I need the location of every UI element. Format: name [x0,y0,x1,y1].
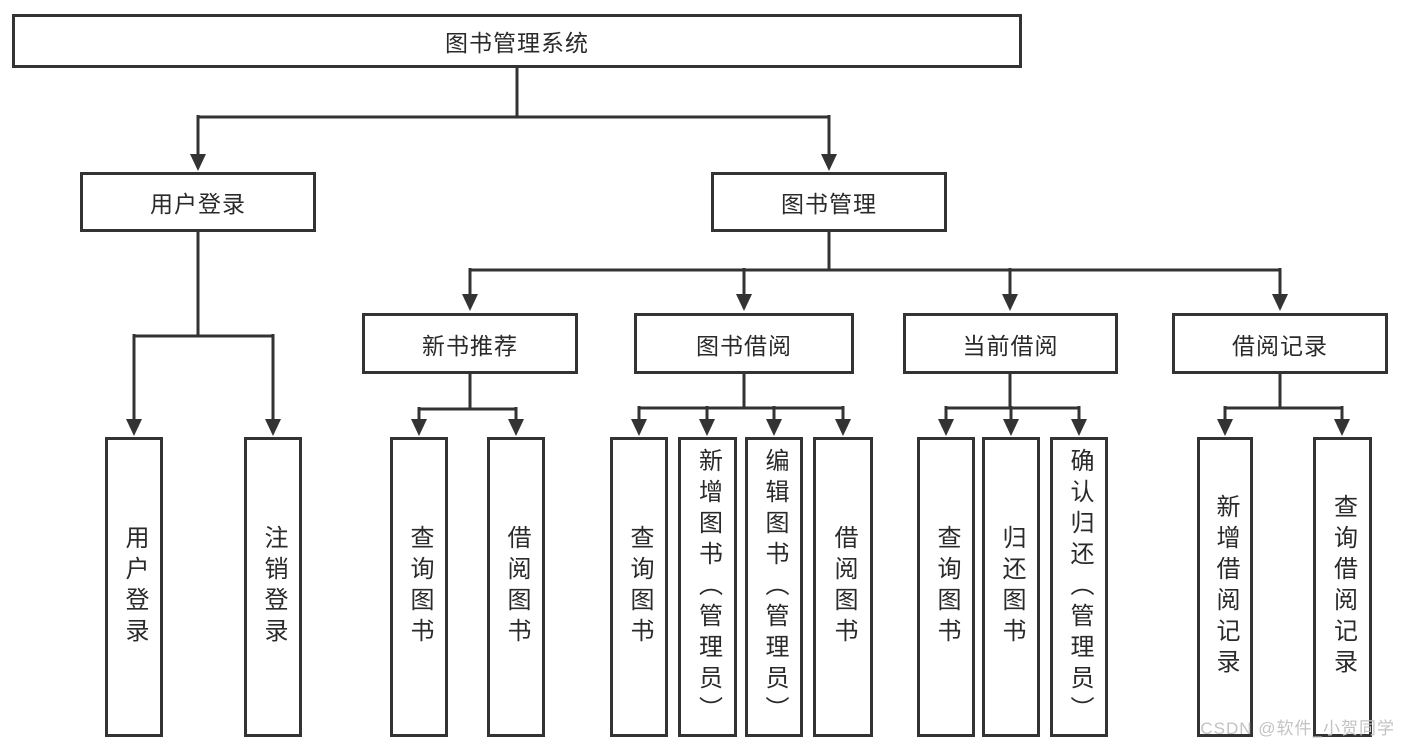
leaf-bb-query-books-label: 查询图书 [626,525,653,649]
leaf-bb-edit-books-admin-label: 编辑图书（管理员） [761,447,788,727]
leaf-bb-borrow-books-label: 借阅图书 [830,525,857,649]
leaf-nbr-borrow-books: 借阅图书 [487,437,545,737]
leaf-bb-borrow-books: 借阅图书 [813,437,873,737]
node-book-management: 图书管理 [711,172,947,232]
node-current-borrow: 当前借阅 [903,313,1118,374]
node-root-label: 图书管理系统 [445,30,589,56]
leaf-nbr-query-books-label: 查询图书 [406,525,433,649]
leaf-bb-add-books-admin-label: 新增图书（管理员） [694,447,722,727]
leaf-cb-confirm-return-admin-label: 确认归还（管理员） [1066,447,1093,727]
csdn-watermark: CSDN @软件_小贺同学 [1200,719,1395,738]
leaf-br-query-record: 查询借阅记录 [1313,437,1372,737]
node-borrow-records-label: 借阅记录 [1232,332,1328,359]
leaf-br-add-record: 新增借阅记录 [1197,437,1253,737]
leaf-cb-query-books: 查询图书 [917,437,975,737]
leaf-nbr-borrow-books-label: 借阅图书 [503,525,530,649]
node-user-login-label: 用户登录 [150,191,246,217]
leaf-user-login: 用户登录 [105,437,163,737]
leaf-bb-add-books-admin: 新增图书（管理员） [678,437,737,737]
leaf-bb-edit-books-admin: 编辑图书（管理员） [745,437,803,737]
node-root: 图书管理系统 [12,14,1022,68]
node-book-borrow: 图书借阅 [634,313,854,374]
leaf-cb-confirm-return-admin: 确认归还（管理员） [1050,437,1108,737]
leaf-bb-query-books: 查询图书 [610,437,668,737]
leaf-br-add-record-label: 新增借阅记录 [1212,494,1239,680]
node-user-login: 用户登录 [80,172,316,232]
leaf-br-query-record-label: 查询借阅记录 [1329,494,1357,680]
node-new-book-recommend: 新书推荐 [362,313,578,374]
leaf-cb-query-books-label: 查询图书 [933,525,960,649]
leaf-user-login-label: 用户登录 [121,525,148,649]
leaf-cb-return-books-label: 归还图书 [998,525,1025,649]
leaf-logout-label: 注销登录 [260,525,287,649]
node-current-borrow-label: 当前借阅 [962,332,1059,359]
leaf-cb-return-books: 归还图书 [982,437,1040,737]
node-new-book-recommend-label: 新书推荐 [422,332,518,359]
node-book-management-label: 图书管理 [781,191,877,217]
leaf-nbr-query-books: 查询图书 [390,437,448,737]
node-borrow-records: 借阅记录 [1172,313,1388,374]
node-book-borrow-label: 图书借阅 [696,332,792,359]
leaf-logout: 注销登录 [244,437,302,737]
